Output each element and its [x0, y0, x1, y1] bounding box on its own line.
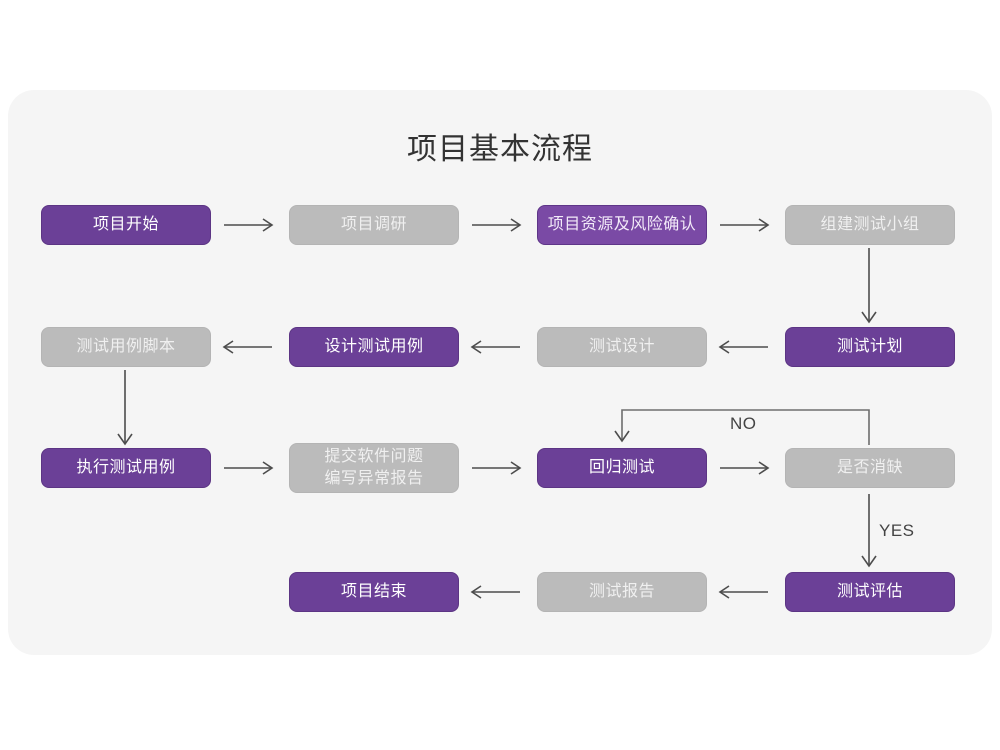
node-test-evaluation[interactable]: 测试评估 — [785, 572, 955, 612]
node-execute-test-case[interactable]: 执行测试用例 — [41, 448, 211, 488]
node-defect-cleared[interactable]: 是否消缺 — [785, 448, 955, 488]
diagram-card — [8, 90, 992, 655]
node-submit-issue-report[interactable]: 提交软件问题 编写异常报告 — [289, 443, 459, 493]
node-project-end[interactable]: 项目结束 — [289, 572, 459, 612]
node-resource-risk-confirm[interactable]: 项目资源及风险确认 — [537, 205, 707, 245]
node-project-research[interactable]: 项目调研 — [289, 205, 459, 245]
node-regression-test[interactable]: 回归测试 — [537, 448, 707, 488]
node-test-case-script[interactable]: 测试用例脚本 — [41, 327, 211, 367]
node-test-plan[interactable]: 测试计划 — [785, 327, 955, 367]
page-title: 项目基本流程 — [407, 133, 593, 166]
node-project-start[interactable]: 项目开始 — [41, 205, 211, 245]
edge-label-no: NO — [730, 414, 757, 433]
node-build-test-team[interactable]: 组建测试小组 — [785, 205, 955, 245]
node-test-design[interactable]: 测试设计 — [537, 327, 707, 367]
edge-label-yes: YES — [879, 521, 915, 540]
node-test-report[interactable]: 测试报告 — [537, 572, 707, 612]
node-design-test-case[interactable]: 设计测试用例 — [289, 327, 459, 367]
